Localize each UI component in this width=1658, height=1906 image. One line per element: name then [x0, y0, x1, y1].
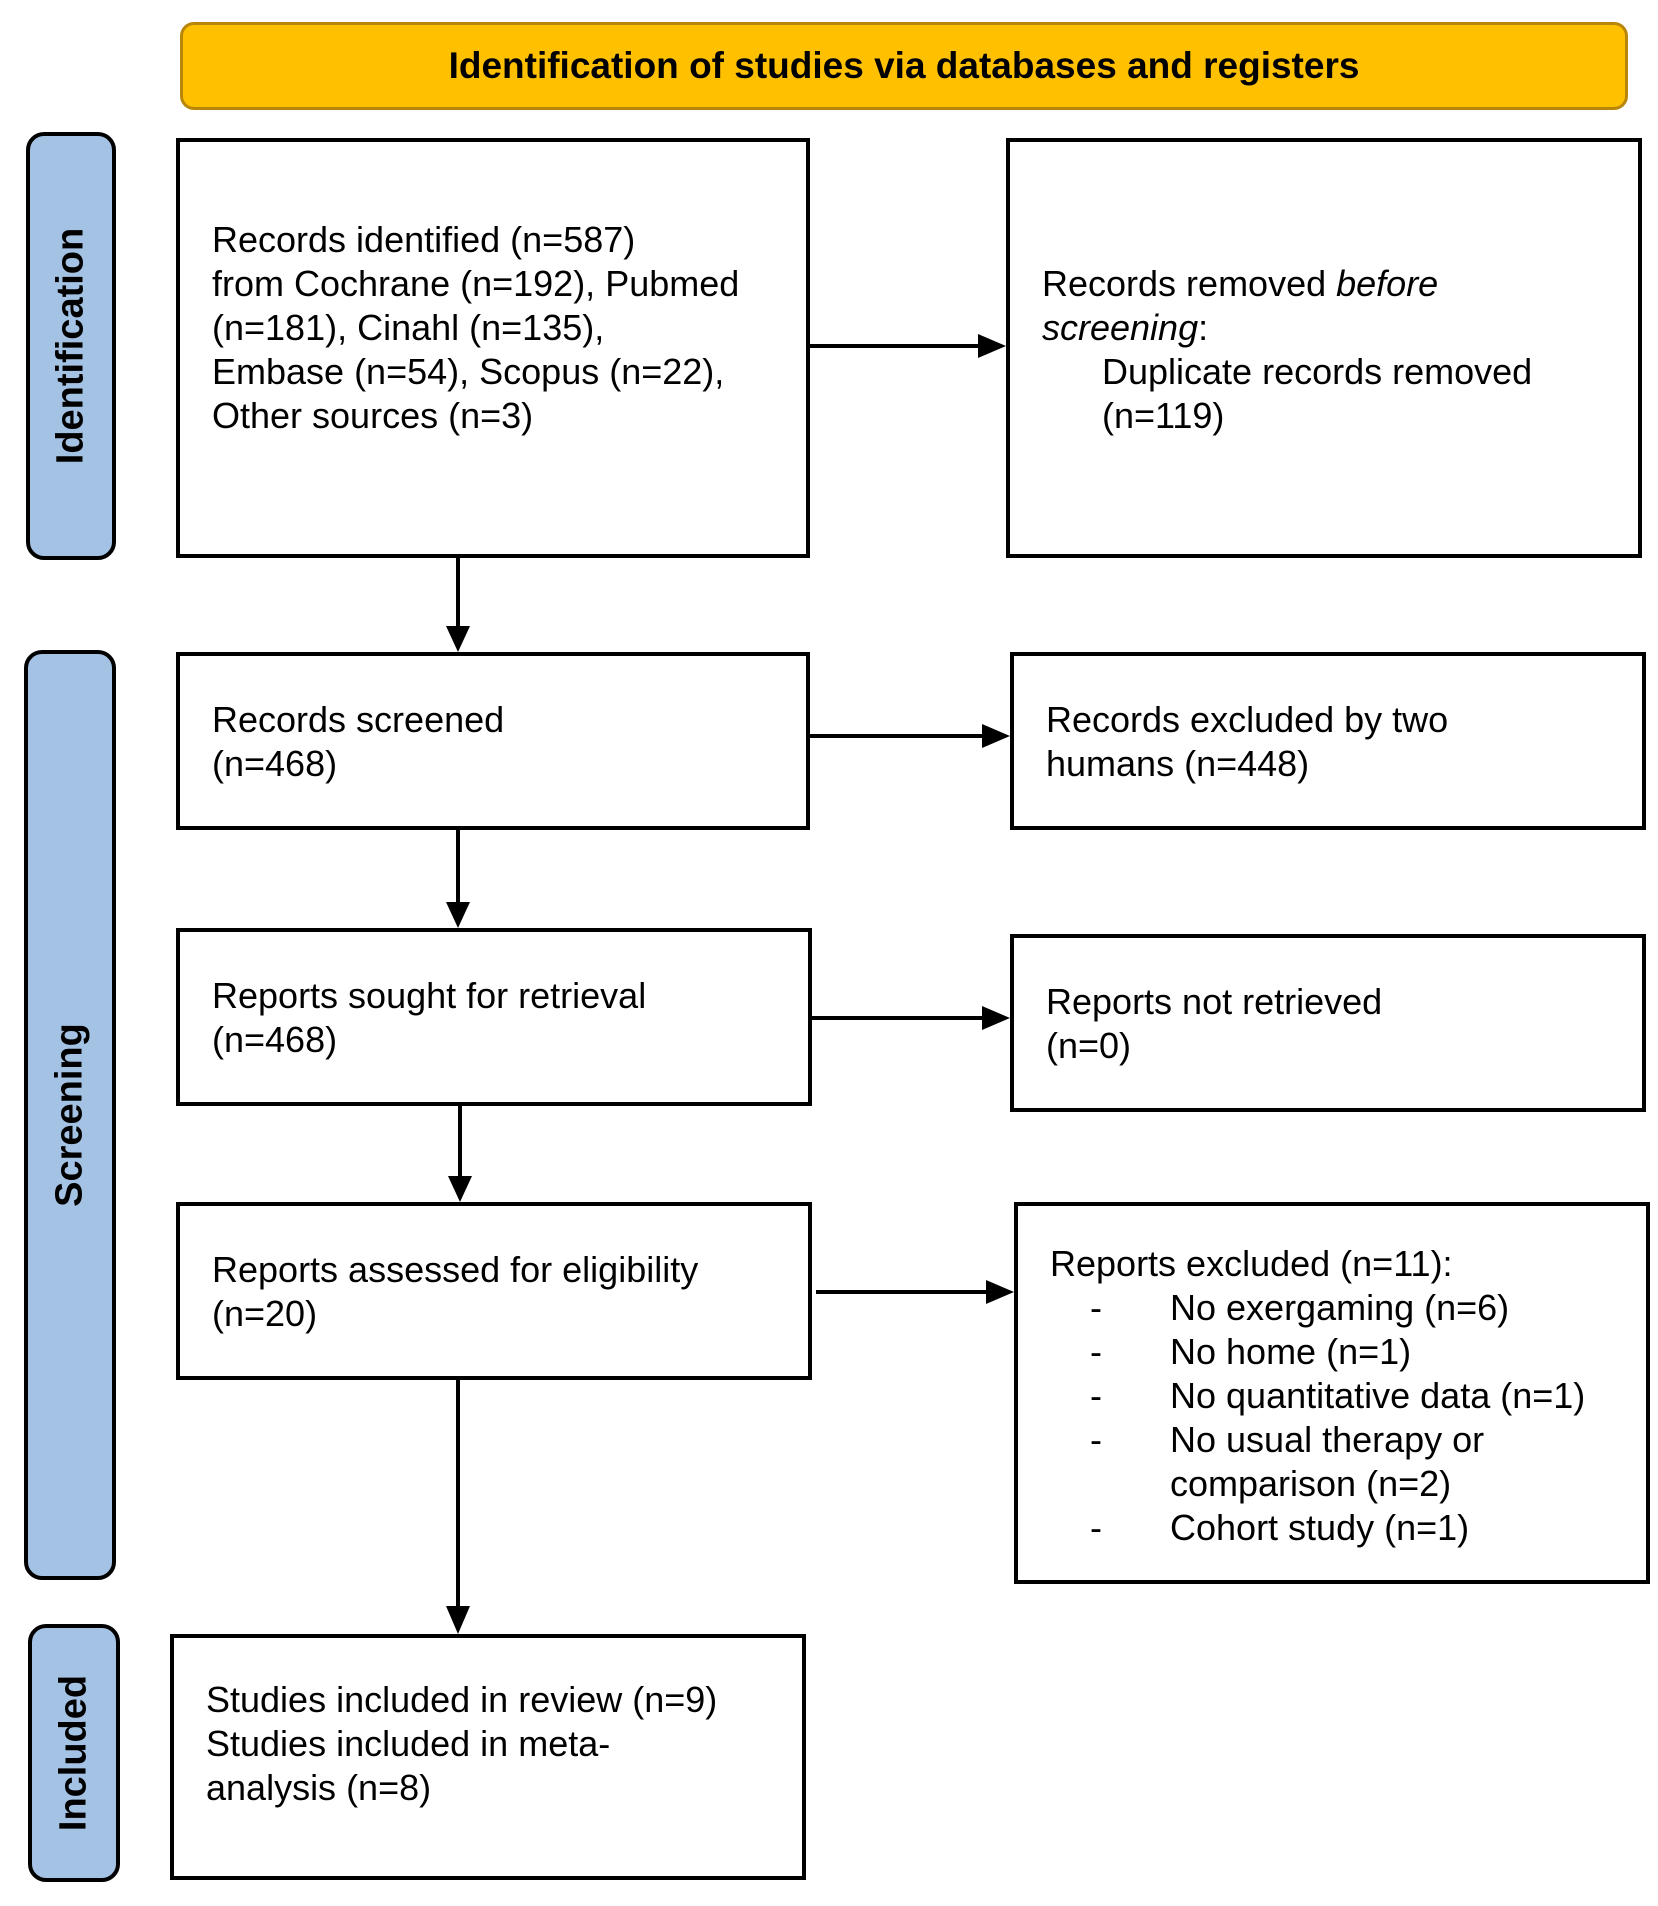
- reports-not-retrieved-line: (n=0): [1046, 1025, 1132, 1066]
- reports-excluded-heading: Reports excluded (n=11):: [1050, 1243, 1453, 1284]
- studies-included-box: Studies included in review (n=9) Studies…: [170, 1634, 806, 1880]
- reports-assessed-line: Reports assessed for eligibility: [212, 1249, 699, 1290]
- records-removed-heading: Records removed before: [1042, 263, 1439, 304]
- arrowhead: [446, 1606, 470, 1634]
- records-identified-line: from Cochrane (n=192), Pubmed: [212, 263, 740, 304]
- arrowhead: [978, 334, 1006, 358]
- arrowhead: [982, 1006, 1010, 1030]
- records-removed-detail: (n=119): [1102, 395, 1225, 436]
- records-excluded-line: humans (n=448): [1046, 743, 1310, 784]
- records-excluded-box: Records excluded by two humans (n=448): [1010, 652, 1646, 830]
- studies-included-line: Studies included in review (n=9): [206, 1679, 718, 1720]
- records-identified-line: (n=181), Cinahl (n=135),: [212, 307, 605, 348]
- records-identified-line: Other sources (n=3): [212, 395, 534, 436]
- records-identified-box: Records identified (n=587) from Cochrane…: [176, 138, 810, 558]
- reports-sought-line: (n=468): [212, 1019, 338, 1060]
- exclusion-reason-continued: comparison (n=2): [1170, 1463, 1452, 1504]
- reports-assessed-line: (n=20): [212, 1293, 318, 1334]
- arrowhead: [982, 724, 1010, 748]
- reports-not-retrieved-line: Reports not retrieved: [1046, 981, 1383, 1022]
- exclusion-reason: - No quantitative data (n=1): [1090, 1375, 1586, 1416]
- arrowhead: [448, 1176, 472, 1202]
- arrowhead: [446, 626, 470, 652]
- stage-included: Included: [28, 1624, 120, 1882]
- arrowhead: [446, 902, 470, 928]
- reports-excluded-box: Reports excluded (n=11): - No exergaming…: [1014, 1202, 1650, 1584]
- exclusion-reason: - Cohort study (n=1): [1090, 1507, 1470, 1548]
- records-removed-detail: Duplicate records removed: [1102, 351, 1533, 392]
- records-screened-line: Records screened: [212, 699, 505, 740]
- stage-identification: Identification: [26, 132, 116, 560]
- records-screened-line: (n=468): [212, 743, 338, 784]
- records-removed-heading-cont: screening:: [1042, 307, 1209, 348]
- stage-screening: Screening: [24, 650, 116, 1580]
- records-identified-line: Embase (n=54), Scopus (n=22),: [212, 351, 725, 392]
- identification-banner: Identification of studies via databases …: [180, 22, 1628, 110]
- arrowhead: [986, 1280, 1014, 1304]
- studies-included-line: analysis (n=8): [206, 1767, 432, 1808]
- reports-assessed-box: Reports assessed for eligibility (n=20): [176, 1202, 812, 1380]
- reports-not-retrieved-box: Reports not retrieved (n=0): [1010, 934, 1646, 1112]
- records-screened-box: Records screened (n=468): [176, 652, 810, 830]
- exclusion-reason: - No exergaming (n=6): [1090, 1287, 1510, 1328]
- exclusion-reason: - No home (n=1): [1090, 1331, 1412, 1372]
- studies-included-line: Studies included in meta-: [206, 1723, 611, 1764]
- records-identified-line: Records identified (n=587): [212, 219, 636, 260]
- banner-title: Identification of studies via databases …: [448, 45, 1360, 86]
- records-excluded-line: Records excluded by two: [1046, 699, 1449, 740]
- exclusion-reason: - No usual therapy or: [1090, 1419, 1485, 1460]
- reports-sought-box: Reports sought for retrieval (n=468): [176, 928, 812, 1106]
- records-removed-box: Records removed before screening: Duplic…: [1006, 138, 1642, 558]
- reports-sought-line: Reports sought for retrieval: [212, 975, 647, 1016]
